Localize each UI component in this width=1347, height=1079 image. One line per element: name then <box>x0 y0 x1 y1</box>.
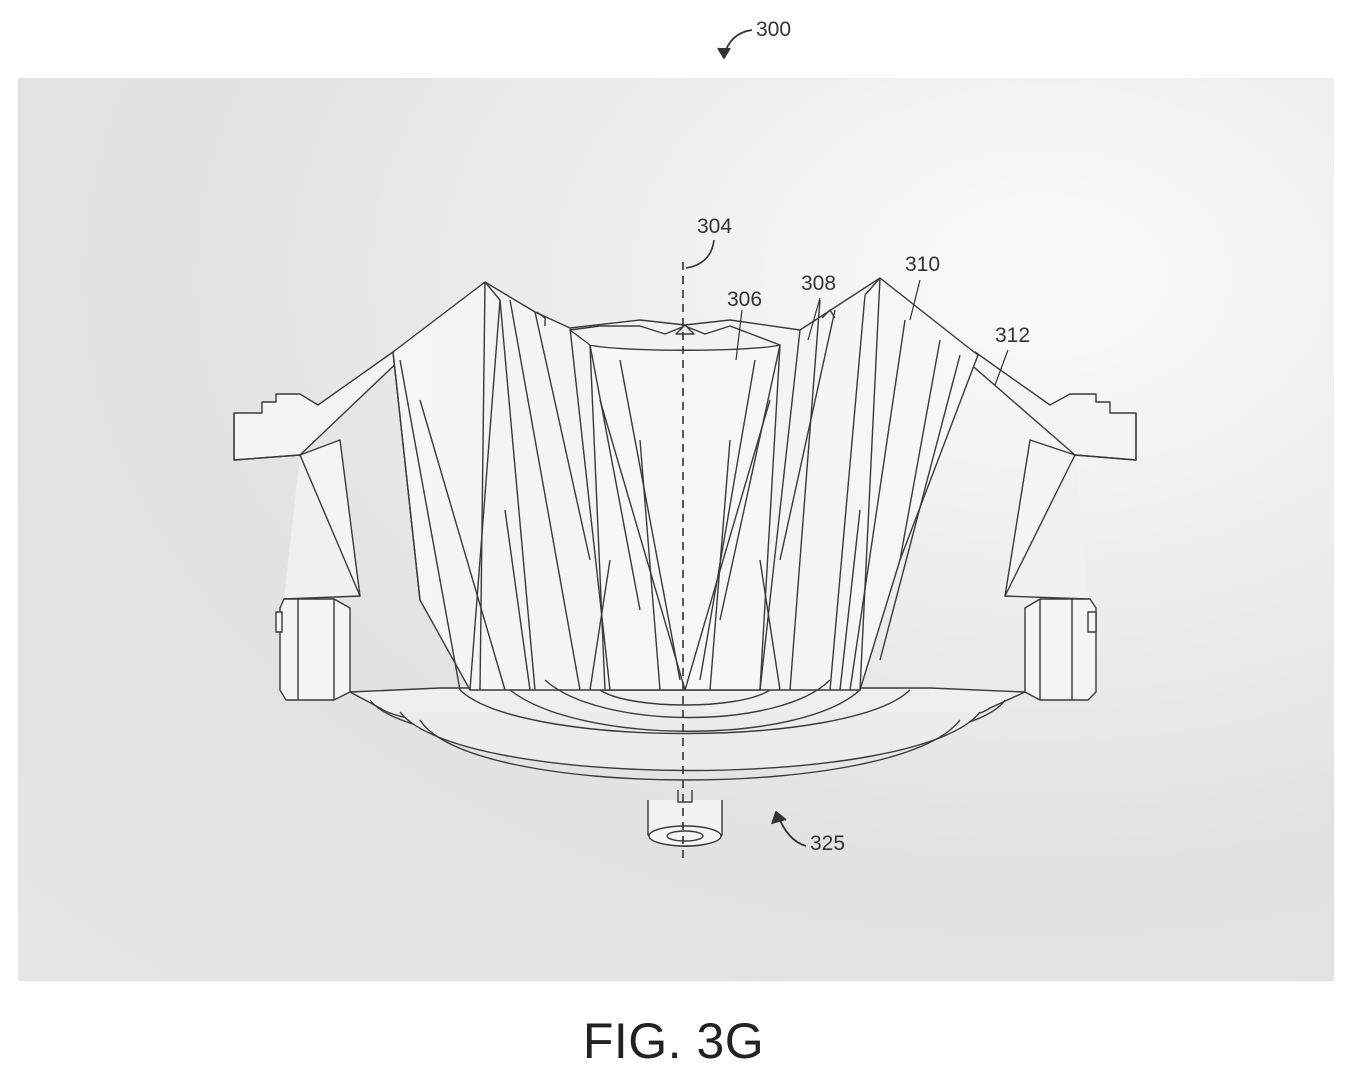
left-post <box>279 598 351 701</box>
ref-306: 306 <box>727 288 763 311</box>
right-post <box>1024 598 1097 701</box>
leader-304 <box>685 239 715 269</box>
ref-304: 304 <box>697 215 733 238</box>
leader-308 <box>807 297 821 341</box>
figure-caption: FIG. 3G <box>582 1013 765 1069</box>
ref-308: 308 <box>801 272 837 295</box>
ref-300: 300 <box>756 18 792 41</box>
ref-310: 310 <box>905 253 941 276</box>
leader-310 <box>909 279 921 321</box>
leader-312 <box>994 349 1009 386</box>
ref-325: 325 <box>810 832 846 855</box>
inner-throat <box>589 344 781 691</box>
leader-306 <box>735 309 743 361</box>
ref-312: 312 <box>995 324 1031 347</box>
